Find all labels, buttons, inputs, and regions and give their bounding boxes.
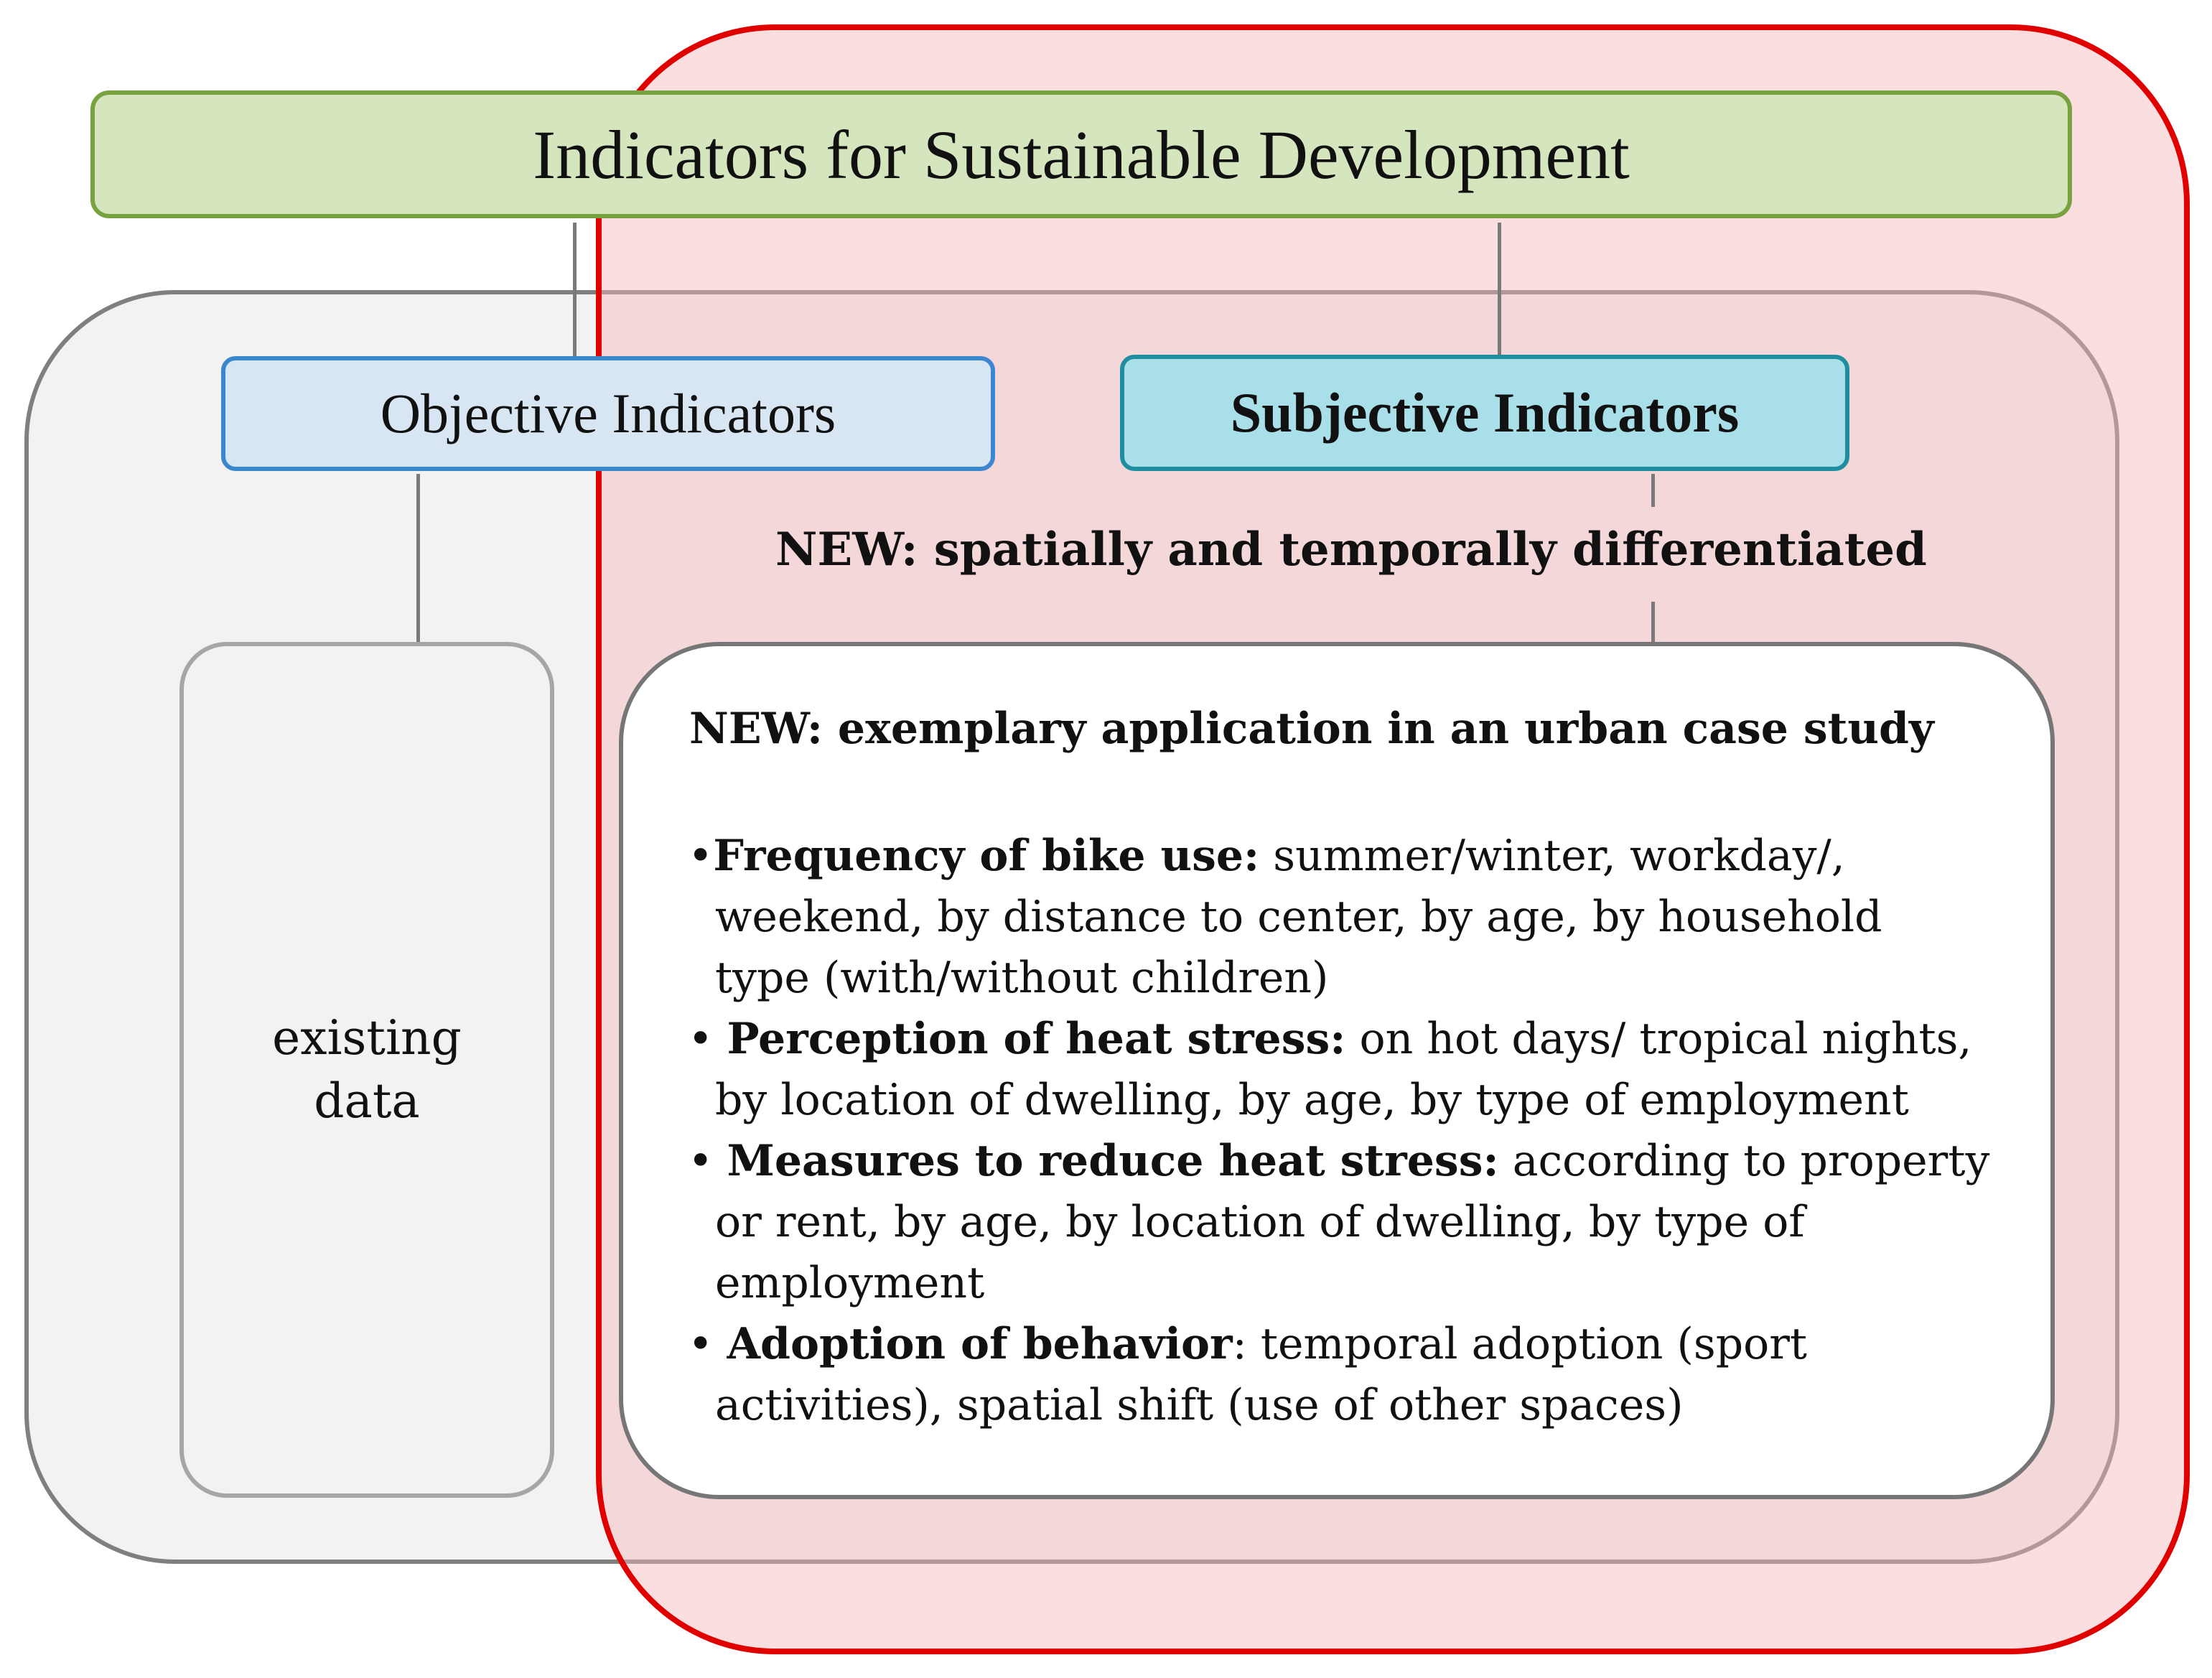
new-differentiation-note: NEW: spatially and temporally differenti… bbox=[775, 523, 2139, 577]
existing-data-line2: data bbox=[314, 1073, 420, 1129]
bullet-text: : temporal adoption (sport bbox=[1232, 1319, 1808, 1369]
bullet-continuation: or rent, by age, by location of dwelling… bbox=[715, 1197, 1805, 1247]
bullet-text: according to property bbox=[1498, 1136, 1990, 1186]
case-study-box bbox=[619, 642, 2055, 1499]
connector-subjective-new bbox=[1651, 474, 1655, 507]
bullet-continuation: weekend, by distance to center, by age, … bbox=[715, 892, 1882, 942]
bullet-heading: Adoption of behavior bbox=[727, 1319, 1233, 1369]
bullet-text: on hot days/ tropical nights, bbox=[1345, 1014, 1972, 1064]
bullet-continuation: type (with/without children) bbox=[715, 953, 1329, 1003]
bullet-heading: Perception of heat stress: bbox=[727, 1014, 1346, 1064]
existing-data-box: existing data bbox=[179, 642, 554, 1498]
new-note-prefix: NEW bbox=[775, 523, 901, 577]
connector-title-subjective bbox=[1498, 223, 1501, 356]
objective-indicators-label: Objective Indicators bbox=[380, 382, 836, 444]
bullet-marker: • bbox=[688, 1136, 727, 1186]
bullet-continuation: employment bbox=[715, 1258, 985, 1308]
connector-title-objective bbox=[573, 223, 577, 359]
bullet-marker: • bbox=[688, 1319, 727, 1369]
title-box: Indicators for Sustainable Development bbox=[90, 90, 2072, 218]
title-text: Indicators for Sustainable Development bbox=[533, 116, 1630, 193]
bullet-heat-measures: • Measures to reduce heat stress: accord… bbox=[688, 1131, 2038, 1314]
bullet-heading: Measures to reduce heat stress: bbox=[727, 1136, 1499, 1186]
case-study-bullet-list: •Frequency of bike use: summer/winter, w… bbox=[688, 826, 2038, 1436]
case-study-title: NEW: exemplary application in an urban c… bbox=[689, 704, 1934, 754]
bullet-heat-perception: • Perception of heat stress: on hot days… bbox=[688, 1009, 2038, 1131]
bullet-marker: • bbox=[688, 831, 714, 881]
subjective-indicators-label: Subjective Indicators bbox=[1230, 381, 1740, 444]
bullet-behavior-adoption: • Adoption of behavior: temporal adoptio… bbox=[688, 1314, 2038, 1436]
connector-objective-existing bbox=[416, 474, 420, 643]
bullet-continuation: activities), spatial shift (use of other… bbox=[715, 1380, 1684, 1430]
bullet-marker: • bbox=[688, 1014, 727, 1064]
bullet-bike-use: •Frequency of bike use: summer/winter, w… bbox=[688, 826, 2038, 1009]
bullet-heading: Frequency of bike use: bbox=[713, 831, 1260, 881]
bullet-text: summer/winter, workday/, bbox=[1259, 831, 1845, 881]
bullet-continuation: by location of dwelling, by age, by type… bbox=[715, 1075, 1909, 1125]
connector-new-case bbox=[1651, 602, 1655, 643]
subjective-indicators-box: Subjective Indicators bbox=[1120, 355, 1849, 471]
new-note-text: : spatially and temporally differentiate… bbox=[900, 523, 1927, 577]
existing-data-line1: existing bbox=[272, 1010, 462, 1066]
objective-indicators-box: Objective Indicators bbox=[221, 356, 995, 471]
